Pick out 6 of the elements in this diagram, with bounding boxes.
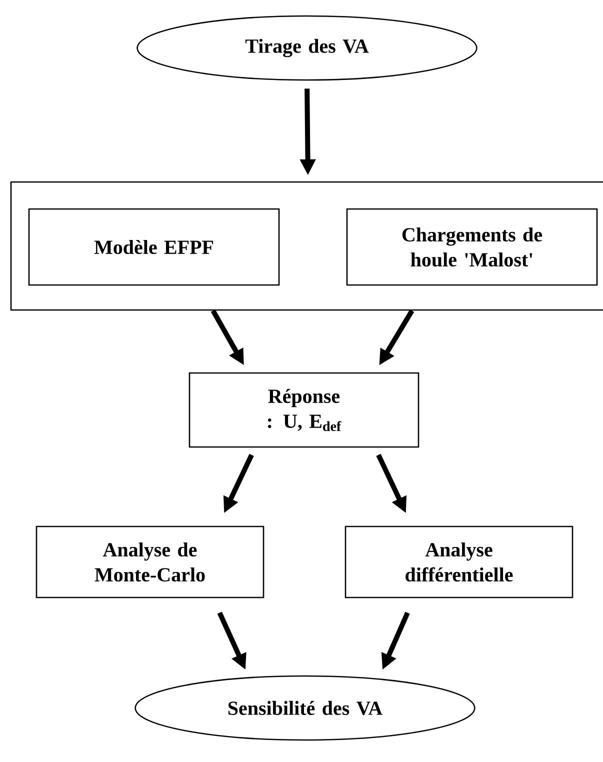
group-box (10, 181, 603, 311)
process-box: Analyse différentielle (344, 526, 574, 598)
process-box: Réponse : U, E$_{def}$ (188, 372, 420, 448)
process-box: Analyse de Monte-Carlo (36, 526, 264, 598)
process-box: Chargements de houle 'Malost' (346, 208, 598, 286)
process-box: Modèle EFPF (28, 208, 280, 286)
